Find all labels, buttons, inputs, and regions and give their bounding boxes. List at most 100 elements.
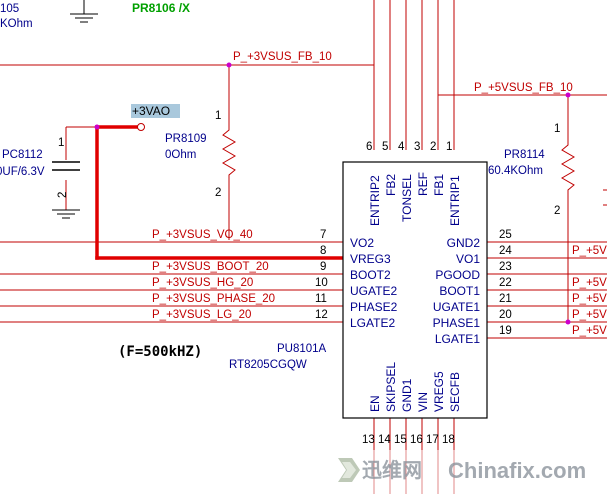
pr8109-pin2: 2 [215, 187, 221, 199]
pin-name-vertical: VIN [416, 392, 430, 412]
pin-number: 7 [320, 229, 326, 241]
pin-number: 10 [315, 277, 328, 289]
pin-name-vertical: FB2 [384, 174, 398, 196]
pin-name: BOOT2 [350, 268, 391, 282]
watermark-logo-icon [338, 458, 360, 482]
chip-top-pins: 6 5 4 3 2 1 ENTRIP2 FB2 TONSEL REF FB1 E… [366, 141, 462, 226]
net-label-5v-stub: P_+5V [572, 325, 607, 337]
pin-name: LGATE2 [350, 316, 395, 330]
chip-right-pins: GND2 25 VO1 24 PGOOD 23 BOOT1 22 UGATE1 … [433, 229, 513, 346]
pin-number: 18 [442, 434, 455, 446]
pr8109-ref: PR8109 [165, 133, 207, 145]
green-note: PR8106 /X [132, 1, 190, 15]
pin-number: 4 [398, 141, 405, 153]
pr8109-pin1: 1 [215, 110, 221, 122]
pin-name: VREG3 [350, 252, 391, 266]
pin-name: GND2 [447, 236, 481, 250]
pr8114-ref: PR8114 [504, 149, 545, 161]
pin-number: 9 [320, 261, 326, 273]
resistor-pr8109: 1 2 PR8109 0Ohm [165, 110, 236, 205]
pin-name: BOOT1 [439, 284, 480, 298]
pin-name: PHASE1 [433, 316, 481, 330]
pr8114-value: 60.4KOhm [488, 165, 543, 177]
watermark-cn: 迅维网 [362, 458, 422, 482]
net-label-5v-stub: P_+5V [572, 245, 607, 257]
pr8114-pin2: 2 [554, 205, 560, 217]
pin-name-vertical: REF [416, 172, 430, 196]
pr8114-pin1: 1 [554, 123, 560, 135]
pin-name-vertical: VREG5 [432, 371, 446, 412]
pin-number: 19 [499, 325, 512, 337]
net-label-fb-5v: P_+5VSUS_FB_10 [474, 82, 573, 94]
net-label-5v-stub: P_+5V [572, 277, 607, 289]
pin-number: 8 [320, 245, 326, 257]
ground-symbol-top [70, 0, 98, 23]
pin-number: 21 [499, 293, 512, 305]
net-label-lg-3v: P_+3VSUS_LG_20 [152, 309, 251, 321]
watermark-en: Chinafix.com [448, 458, 586, 483]
power-label: +3VAO [132, 104, 170, 118]
pin-name: VO1 [456, 252, 480, 266]
chip-ref: PU8101A [277, 343, 327, 355]
net-label-boot-3v: P_+3VSUS_BOOT_20 [152, 261, 269, 273]
highlight-trace [95, 125, 345, 260]
watermark: 迅维网 Chinafix.com [330, 450, 607, 494]
pin-name-vertical: TONSEL [400, 174, 414, 222]
pin-name-vertical: SECFB [448, 372, 462, 412]
junction-dot [94, 124, 100, 130]
pin-name: PHASE2 [350, 300, 398, 314]
pin-number: 12 [315, 309, 328, 321]
chip-bottom-pins: EN SKIPSEL GND1 VIN VREG5 SECFB 13 14 15… [362, 362, 462, 446]
capacitor-pc8112: 1 2 PC8112 0UF/6.3V [0, 137, 80, 198]
pin-number: 6 [366, 141, 372, 153]
net-label-phase-3v: P_+3VSUS_PHASE_20 [152, 293, 275, 305]
pin-number: 3 [414, 141, 420, 153]
pin-number: 14 [378, 434, 391, 446]
chip-left-pins: 7 VO2 8 VREG3 9 BOOT2 10 UGATE2 11 PHASE… [315, 229, 398, 330]
pin-number: 20 [499, 309, 512, 321]
pin-number: 16 [410, 434, 423, 446]
net-label-5v-stub: P_+5V [572, 293, 607, 305]
pin-number: 15 [394, 434, 407, 446]
chip-part: RT8205CGQW [229, 359, 307, 371]
pin-number: 13 [362, 434, 375, 446]
net-label-vo-3v: P_+3VSUS_VO_40 [152, 229, 253, 241]
pin-name-vertical: FB1 [432, 174, 446, 196]
right-edge-wires [603, 189, 607, 206]
pin-number: 17 [426, 434, 439, 446]
pin-name: VO2 [350, 236, 374, 250]
pin-name: PGOOD [435, 268, 480, 282]
pin-number: 5 [382, 141, 388, 153]
partial-value-text: KOhm [0, 18, 33, 30]
resistor-pr8114: 1 2 PR8114 60.4KOhm [488, 123, 575, 217]
pc8112-value: 0UF/6.3V [0, 166, 45, 178]
pr8109-value: 0Ohm [165, 149, 196, 161]
junction-dot [226, 62, 232, 68]
net-label-hg-3v: P_+3VSUS_HG_20 [152, 277, 253, 289]
pin-name-vertical: EN [368, 395, 382, 412]
pin-name-vertical: SKIPSEL [384, 362, 398, 412]
pc8112-ref: PC8112 [2, 149, 43, 161]
right-net-stubs: P_+5V P_+5V P_+5V P_+5V P_+5V [572, 245, 607, 337]
pc8112-pin1: 1 [58, 137, 64, 149]
pin-name-vertical: ENTRIP2 [368, 175, 382, 226]
pin-name-vertical: ENTRIP1 [448, 175, 462, 226]
pin-number: 1 [446, 141, 452, 153]
pin-number: 22 [499, 277, 512, 289]
pin-number: 25 [499, 229, 512, 241]
pc8112-pin2: 2 [57, 192, 69, 198]
power-flag-3vao: +3VAO [131, 104, 180, 131]
frequency-note: (F=500kHZ) [118, 344, 202, 360]
net-label-5v-stub: P_+5V [572, 309, 607, 321]
pin-name: LGATE1 [435, 332, 480, 346]
pin-name: UGATE2 [350, 284, 397, 298]
pin-name-vertical: GND1 [400, 378, 414, 412]
pin-number: 24 [499, 245, 512, 257]
net-label-fb-3v: P_+3VSUS_FB_10 [233, 51, 332, 63]
chip-body [342, 161, 488, 419]
ground-symbol-pc8112 [52, 209, 80, 219]
pin-name: UGATE1 [433, 300, 480, 314]
junction-dot [565, 319, 571, 325]
